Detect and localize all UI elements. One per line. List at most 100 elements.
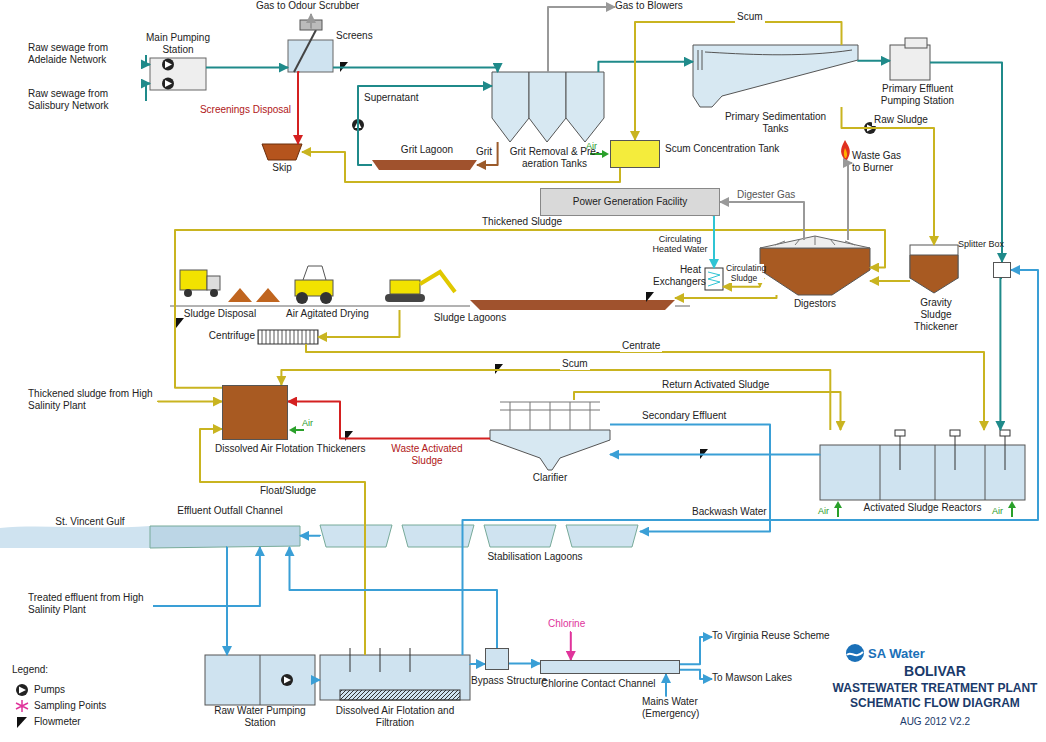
pump-station-symbol — [165, 80, 172, 87]
unit-label: Activated Sludge Reactors — [850, 502, 995, 514]
flow-label: Grit — [474, 146, 494, 158]
filtration-symbol — [340, 690, 460, 700]
flow-line — [610, 454, 820, 456]
unit-node: Sludge Lagoons — [200, 286, 675, 310]
lagoon-symbol — [320, 525, 392, 547]
unit-node: Dissolved Air Flotation Thickeners — [222, 385, 288, 440]
unit-node: Primary Effluent Pumping Station — [890, 45, 930, 80]
pump-station-symbol — [905, 38, 927, 48]
sludge-handling-illustration — [646, 292, 654, 302]
plain-label: Legend: — [12, 664, 72, 676]
unit-label: Stabilisation Lagoons — [470, 551, 600, 563]
unit-node: Grit Lagoon — [372, 160, 477, 170]
unit-node: To Mawson Lakes — [712, 672, 812, 686]
unit-label: Dissolved Air Flotation Thickeners — [215, 443, 297, 455]
unit-label: Chlorine Contact Channel — [541, 678, 641, 690]
pump-station-symbol — [165, 61, 172, 68]
unit-node: Thickened sludge from High Salinity Plan… — [28, 388, 158, 416]
unit-label: Gas to Odour Scrubber — [256, 0, 359, 12]
digestor-symbol — [760, 236, 870, 295]
diagram-title: WASTEWATER TREATMENT PLANT SCHEMATIC FLO… — [825, 681, 1045, 711]
air-arrow — [289, 426, 296, 434]
unit-label: Heat Exchangers — [653, 264, 701, 288]
flow-line — [635, 22, 842, 140]
heat-exchanger-symbol — [705, 268, 723, 290]
unit-label: Splitter Box — [958, 239, 992, 249]
unit-node: Effluent Outfall Channel — [150, 522, 300, 547]
unit-label: Sludge Lagoons — [420, 312, 520, 324]
unit-label: Grit Lagoon — [392, 144, 462, 156]
unit-label: Chlorine — [548, 618, 585, 630]
sedimentation-tank-symbol — [705, 50, 852, 55]
plain-label: Air — [302, 418, 324, 429]
flow-label: Return Activated Sludge — [660, 379, 771, 391]
unit-label: Gas to Blowers — [615, 0, 683, 12]
sludge-handling-illustration — [207, 276, 220, 290]
flow-line — [175, 230, 885, 388]
burner-flame — [841, 140, 850, 160]
plain-label: Air Agitated Drying — [280, 308, 375, 320]
flow-line — [570, 632, 572, 660]
clarifier-symbol — [490, 430, 610, 470]
flow-label: Float/Sludge — [258, 485, 318, 497]
centrifuge-symbol — [258, 330, 318, 344]
burner-flame — [844, 148, 847, 158]
unit-node: Grit Removal & Pre-aeration Tanks — [492, 72, 604, 142]
unit-node: Chlorine — [548, 618, 594, 632]
grit-lagoon-symbol — [352, 119, 477, 170]
flow-line — [470, 663, 485, 665]
flow-line — [288, 402, 490, 439]
unit-node: Clarifier — [490, 400, 610, 470]
unit-node: Heat Exchangers — [705, 268, 723, 290]
flow-label: Digester Gas — [735, 189, 797, 201]
legend-symbols — [16, 700, 28, 712]
pump-station-symbol — [162, 78, 174, 90]
sludge-handling-illustration — [390, 280, 420, 294]
unit-node: Screens — [288, 28, 333, 72]
flow-label: Thickened Sludge — [480, 216, 564, 228]
pump-station-symbol — [205, 655, 315, 705]
digestor-symbol — [760, 248, 870, 295]
plain-label: Air — [818, 506, 838, 517]
flow-line — [842, 107, 935, 245]
heat-exchanger-symbol — [705, 268, 723, 290]
centrifuge-symbol — [258, 330, 318, 344]
flow-line — [664, 674, 667, 696]
sludge-handling-illustration — [303, 266, 326, 280]
flow-line — [858, 60, 890, 62]
grit-tank-symbol — [566, 72, 604, 142]
sedimentation-tank-symbol — [698, 50, 702, 70]
sludge-handling-illustration — [176, 318, 184, 328]
sludge-handling-illustration — [170, 266, 690, 328]
flow-label: Circulating Heated Water — [648, 234, 712, 254]
grit-lagoon-symbol — [372, 160, 477, 170]
grit-tank-symbol — [492, 72, 529, 142]
plain-label: St. Vincent Gulf — [40, 516, 140, 528]
plain-label: Sludge Disposal — [180, 308, 260, 320]
flow-line — [146, 84, 150, 101]
legend-symbols — [17, 717, 27, 728]
unit-node: Mains Water (Emergency) — [642, 696, 720, 724]
unit-label: Primary Effluent Pumping Station — [875, 83, 960, 107]
reactor-symbol — [880, 445, 985, 500]
flow-line — [200, 429, 365, 655]
screens-symbol — [288, 40, 333, 72]
pump-station-symbol — [205, 655, 315, 705]
unit-node: Gas to Blowers — [615, 0, 695, 14]
unit-node: Main Pumping Station — [150, 58, 206, 90]
reactor-symbol — [900, 432, 1005, 470]
flow-line — [675, 295, 777, 298]
plain-label: Air — [586, 141, 608, 152]
unit-node: Chlorine Contact Channel — [540, 660, 680, 674]
pump-station-symbol — [281, 674, 293, 686]
plain-label: SA Water — [868, 646, 988, 661]
legend-text: Sampling Points — [34, 700, 144, 712]
pump-station-symbol — [284, 677, 291, 684]
flow-line — [713, 216, 714, 268]
grit-tank-symbol — [529, 72, 566, 142]
thickener-symbol — [910, 255, 958, 293]
unit-node: Splitter Box — [993, 262, 1011, 278]
unit-label: Raw sewage from Adelaide Network — [28, 42, 146, 66]
skip-symbol — [262, 144, 302, 160]
unit-node: Gravity Sludge Thickener — [910, 245, 958, 293]
